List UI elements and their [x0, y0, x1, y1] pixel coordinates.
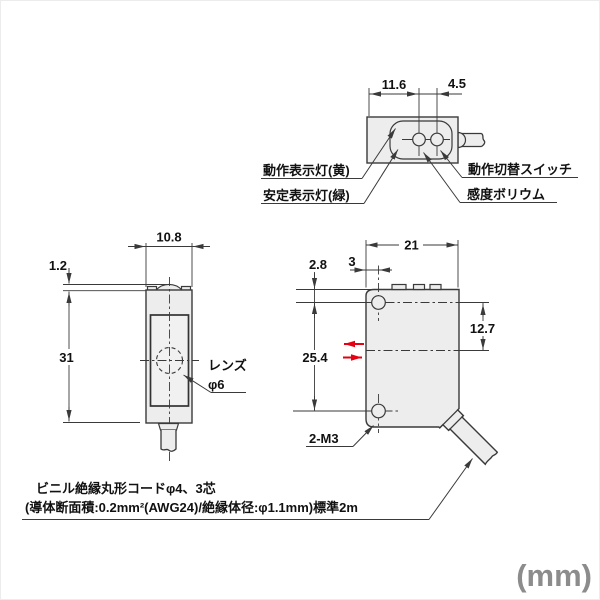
label-operation-indicator: 動作表示灯(黄) [263, 163, 350, 178]
side-dim-width: 21 [365, 237, 459, 288]
top-view: 11.6 4.5 動作表示灯(黄) 安定表示灯(緑) 動作切替スイッチ 感度ボリ… [261, 76, 578, 204]
front-dim-height: 1.2 31 [49, 258, 167, 423]
side-dim-axis: 12.7 [466, 303, 500, 351]
cable-gland-bump [457, 131, 467, 149]
top-bump-2 [412, 283, 426, 291]
top-view-dimensions: 11.6 4.5 [368, 76, 466, 116]
front-dim-width: 10.8 [128, 230, 210, 287]
mounting-hole-bottom [371, 403, 386, 419]
boot-neck-edge [448, 415, 464, 431]
label-stability-indicator: 安定表示灯(緑) [263, 188, 350, 203]
top-view-cable [457, 131, 486, 149]
dim-2-8: 2.8 [309, 257, 327, 272]
dim-10-8: 10.8 [156, 230, 181, 245]
side-dim-holes: 2.8 3 25.4 [296, 254, 392, 411]
lens-circle [155, 346, 184, 375]
cable-note: ビニル絶縁丸形コードφ4、3芯 (導体断面積:0.2mm²(AWG24)/絶縁体… [22, 458, 473, 520]
cable-leader-line [428, 458, 473, 520]
side-view: 21 2.8 3 25.4 12.7 [293, 237, 500, 466]
top-bump-3 [429, 283, 442, 291]
dim-1-2: 1.2 [49, 258, 67, 273]
dim-11-6: 11.6 [382, 77, 407, 92]
dim-25-4: 25.4 [302, 350, 328, 365]
unit-label: (mm) [516, 558, 592, 593]
label-mode-switch: 動作切替スイッチ [468, 162, 572, 177]
label-lens-diameter: φ6 [208, 377, 225, 392]
front-dome [155, 283, 183, 291]
side-view-body [365, 288, 499, 466]
dim-3: 3 [348, 254, 355, 269]
label-lens: レンズ [208, 358, 247, 373]
label-sensitivity-adjuster: 感度ボリウム [467, 187, 545, 202]
sensitivity-adjuster-screw [412, 132, 426, 147]
front-view: 10.8 1.2 31 レンズ φ6 [49, 230, 247, 462]
front-view-cable [157, 422, 180, 452]
boot-collar-edge [439, 409, 459, 429]
cable-note-line2: (導体断面積:0.2mm²(AWG24)/絶縁体径:φ1.1mm)標準2m [25, 500, 358, 515]
top-bump-1 [391, 283, 407, 291]
label-2-m3: 2-M3 [309, 431, 339, 446]
cable-note-line1: ビニル絶縁丸形コードφ4、3芯 [36, 481, 216, 496]
dim-21: 21 [404, 238, 418, 253]
lens-callout: レンズ φ6 [183, 358, 247, 393]
mode-switch-screw [430, 132, 444, 147]
dim-31: 31 [59, 350, 73, 365]
mounting-hole-top [371, 295, 386, 310]
mounting-hole-callout: 2-M3 [306, 425, 374, 447]
top-view-callouts: 動作表示灯(黄) 安定表示灯(緑) 動作切替スイッチ 感度ボリウム [261, 128, 578, 204]
dim-4-5: 4.5 [448, 76, 466, 91]
dim-12-7: 12.7 [470, 321, 495, 336]
